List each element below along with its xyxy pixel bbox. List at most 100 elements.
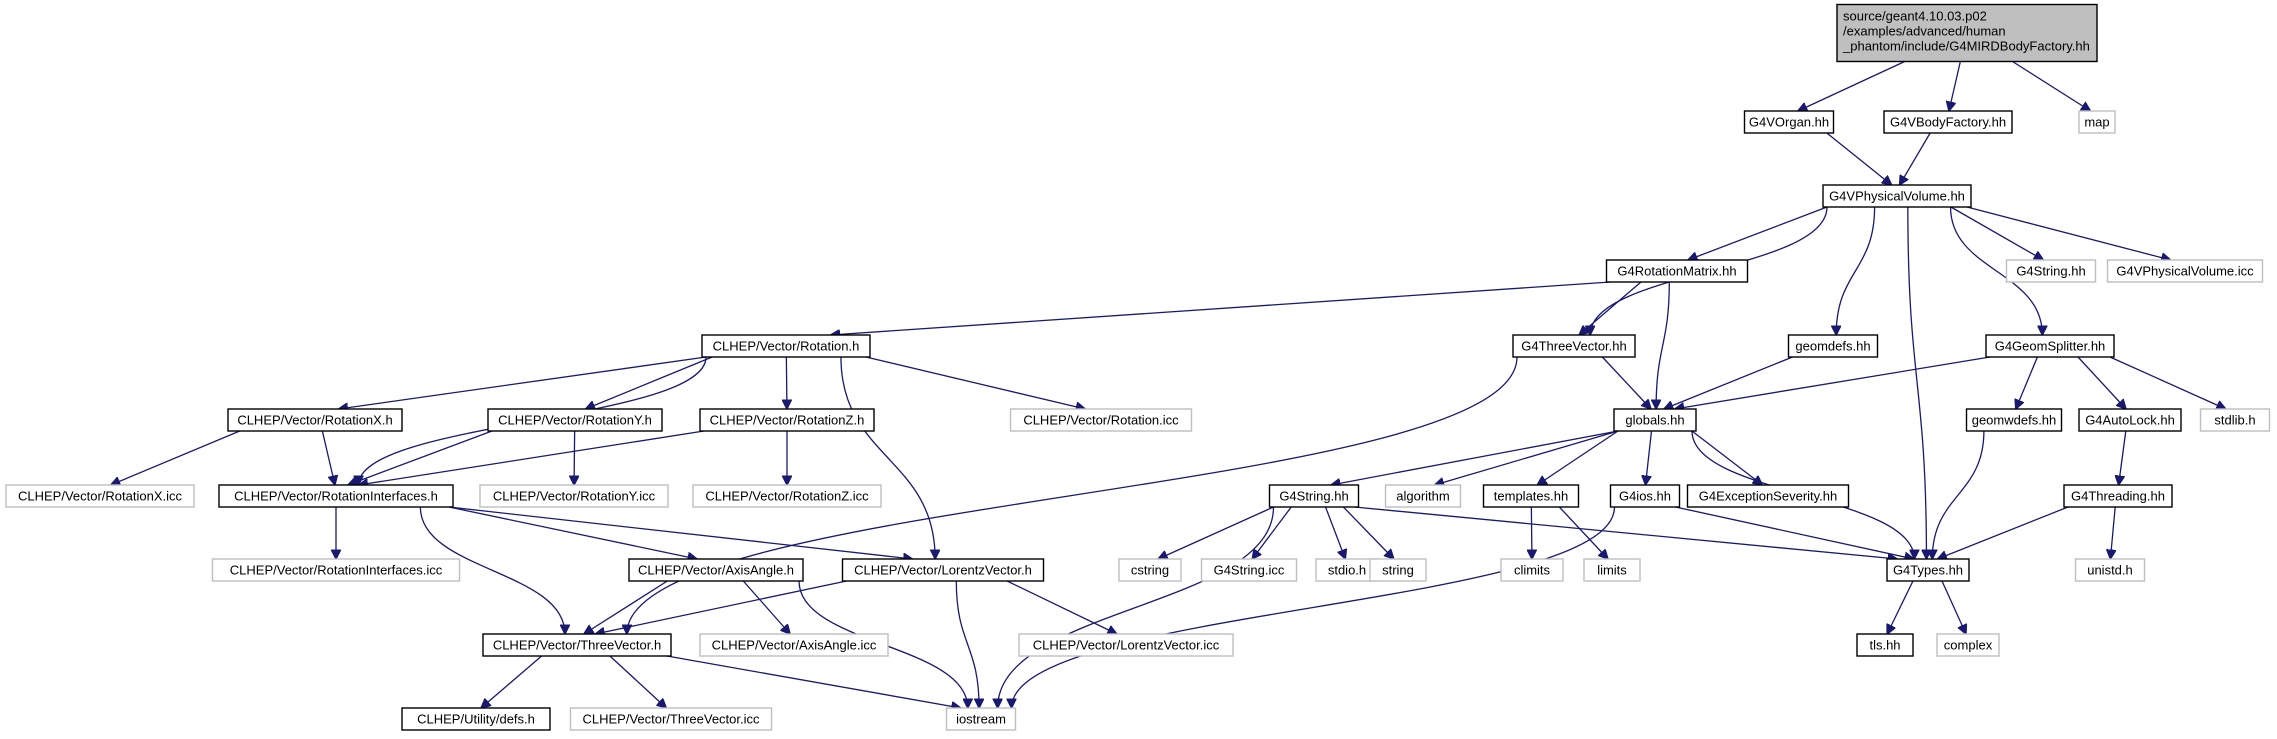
node-clhep-rotz-icc: CLHEP/Vector/RotationZ.icc: [692, 484, 882, 508]
node-label: templates.hh: [1494, 489, 1568, 504]
edge-g4string-to-iostream: [998, 506, 1275, 708]
node-box: [479, 484, 669, 508]
node-box: [1009, 408, 1193, 432]
node-templates[interactable]: templates.hh: [1482, 484, 1580, 508]
edge-clhep-rotinterfaces-to-clhep-lorentz: [448, 506, 913, 559]
node-globals[interactable]: globals.hh: [1613, 408, 1697, 432]
node-box: [841, 558, 1045, 582]
node-box: [227, 408, 403, 432]
edge-root-to-g4vorgan: [1798, 60, 1905, 112]
node-cstring: cstring: [1118, 558, 1182, 582]
node-g4vphysvol[interactable]: G4VPhysicalVolume.hh: [1822, 184, 1972, 208]
node-box: [701, 334, 871, 358]
node-g4ios[interactable]: G4ios.hh: [1609, 484, 1681, 508]
node-box: [1936, 633, 2000, 657]
node-box: [945, 707, 1017, 731]
edge-clhep-rotz-to-clhep-rotinterfaces: [359, 430, 705, 485]
node-label: iostream: [956, 712, 1006, 727]
node-stdlib: stdlib.h: [2199, 408, 2271, 432]
edge-g4threevector-to-globals: [1601, 356, 1651, 409]
node-label: CLHEP/Vector/RotationZ.icc: [705, 489, 869, 504]
node-label: tls.hh: [1869, 638, 1900, 653]
node-box: [1856, 633, 1914, 657]
node-clhep-rotx[interactable]: CLHEP/Vector/RotationX.h: [227, 408, 403, 432]
node-label: climits: [1514, 563, 1551, 578]
node-box: [211, 558, 461, 582]
edge-root-to-map: [2012, 60, 2091, 112]
node-label: G4Types.hh: [1893, 563, 1963, 578]
node-g4rotmatrix[interactable]: G4RotationMatrix.hh: [1605, 259, 1749, 283]
edge-globals-to-algorithm: [1435, 430, 1619, 485]
node-box: [2005, 259, 2097, 283]
edge-g4string-to-cstring: [1158, 506, 1274, 559]
node-g4threading[interactable]: G4Threading.hh: [2063, 484, 2173, 508]
edge-g4vphysvol-to-g4string-hh-top: [1950, 206, 2043, 260]
edge-clhep-threevector-to-clhep-threevector-icc: [609, 655, 666, 708]
edge-g4geomsplitter-to-stdlib: [2109, 356, 2226, 409]
edge-clhep-rotinterfaces-to-clhep-axisangle: [448, 506, 697, 559]
node-label: cstring: [1131, 563, 1169, 578]
node-box: [1743, 110, 1835, 134]
node-label: complex: [1944, 638, 1993, 653]
node-label: G4String.hh: [1279, 489, 1348, 504]
node-g4types[interactable]: G4Types.hh: [1886, 558, 1970, 582]
node-label: map: [2084, 115, 2109, 130]
edge-clhep-roty-to-clhep-rotinterfaces: [348, 430, 493, 485]
node-label: CLHEP/Vector/RotationX.h: [237, 413, 392, 428]
node-clhep-rotz[interactable]: CLHEP/Vector/RotationZ.h: [699, 408, 875, 432]
edge-clhep-rotinterfaces-to-clhep-threevector: [419, 506, 565, 634]
node-label: G4RotationMatrix.hh: [1617, 264, 1736, 279]
node-clhep-axisangle[interactable]: CLHEP/Vector/AxisAngle.h: [628, 558, 804, 582]
node-box: [2199, 408, 2271, 432]
node-root[interactable]: source/geant4.10.03.p02/examples/advance…: [1836, 3, 2098, 63]
node-g4vphysvol-icc: G4VPhysicalVolume.icc: [2106, 259, 2264, 283]
node-g4string[interactable]: G4String.hh: [1268, 484, 1360, 508]
node-g4autolock[interactable]: G4AutoLock.hh: [2078, 408, 2182, 432]
edge-geomdefs-to-globals: [1664, 356, 1793, 409]
node-g4threevector[interactable]: G4ThreeVector.hh: [1512, 334, 1636, 358]
edge-g4string-to-g4types: [1354, 506, 1898, 559]
edge-clhep-rotation-to-clhep-rotation-icc: [865, 356, 1085, 409]
node-g4geomsplitter[interactable]: G4GeomSplitter.hh: [1985, 334, 2115, 358]
edge-g4vphysvol-to-g4rotmatrix: [1688, 206, 1828, 260]
node-geomdefs[interactable]: geomdefs.hh: [1787, 334, 1879, 358]
node-label: G4ExceptionSeverity.hh: [1699, 489, 1838, 504]
node-clhep-rotx-icc: CLHEP/Vector/RotationX.icc: [5, 484, 195, 508]
node-box: [1883, 110, 2013, 134]
node-tls[interactable]: tls.hh: [1856, 633, 1914, 657]
node-label: G4AutoLock.hh: [2085, 413, 2175, 428]
node-geomwdefs[interactable]: geomwdefs.hh: [1965, 408, 2063, 432]
node-box: [692, 484, 882, 508]
node-label: CLHEP/Vector/RotationY.h: [498, 413, 652, 428]
edge-globals-to-templates: [1537, 430, 1619, 485]
node-clhep-rotation[interactable]: CLHEP/Vector/Rotation.h: [701, 334, 871, 358]
node-g4vbodyfactory[interactable]: G4VBodyFactory.hh: [1883, 110, 2013, 134]
edge-g4string-to-string: [1342, 506, 1393, 559]
node-g4vorgan[interactable]: G4VOrgan.hh: [1743, 110, 1835, 134]
edge-g4string-to-g4string-icc: [1252, 506, 1292, 559]
edge-clhep-rotation-to-clhep-roty: [586, 356, 713, 409]
node-label: G4VPhysicalVolume.icc: [2116, 264, 2254, 279]
node-label: algorithm: [1396, 489, 1449, 504]
node-clhep-roty[interactable]: CLHEP/Vector/RotationY.h: [487, 408, 663, 432]
node-box: [1583, 558, 1641, 582]
node-label: G4String.hh: [2016, 264, 2085, 279]
edge-g4geomsplitter-to-geomwdefs: [2016, 356, 2039, 409]
edge-clhep-lorentz-to-iostream: [955, 580, 979, 708]
node-box: [1018, 633, 1234, 657]
node-box: [1118, 558, 1182, 582]
node-clhep-lorentz[interactable]: CLHEP/Vector/LorentzVector.h: [841, 558, 1045, 582]
node-label: G4VPhysicalVolume.hh: [1829, 189, 1965, 204]
node-box: [1965, 408, 2063, 432]
node-label: CLHEP/Vector/ThreeVector.h: [493, 638, 661, 653]
node-g4exceptionseverity[interactable]: G4ExceptionSeverity.hh: [1686, 484, 1850, 508]
node-label: unistd.h: [2087, 563, 2133, 578]
node-clhep-rotinterfaces[interactable]: CLHEP/Vector/RotationInterfaces.h: [218, 484, 454, 508]
edge-clhep-axisangle-to-clhep-threevector: [584, 580, 668, 634]
node-box: [1686, 484, 1850, 508]
node-clhep-threevector[interactable]: CLHEP/Vector/ThreeVector.h: [482, 633, 672, 657]
node-label: G4String.icc: [1214, 563, 1285, 578]
node-box: [482, 633, 672, 657]
node-box: [2078, 110, 2116, 134]
node-clhep-defs[interactable]: CLHEP/Utility/defs.h: [401, 707, 551, 731]
